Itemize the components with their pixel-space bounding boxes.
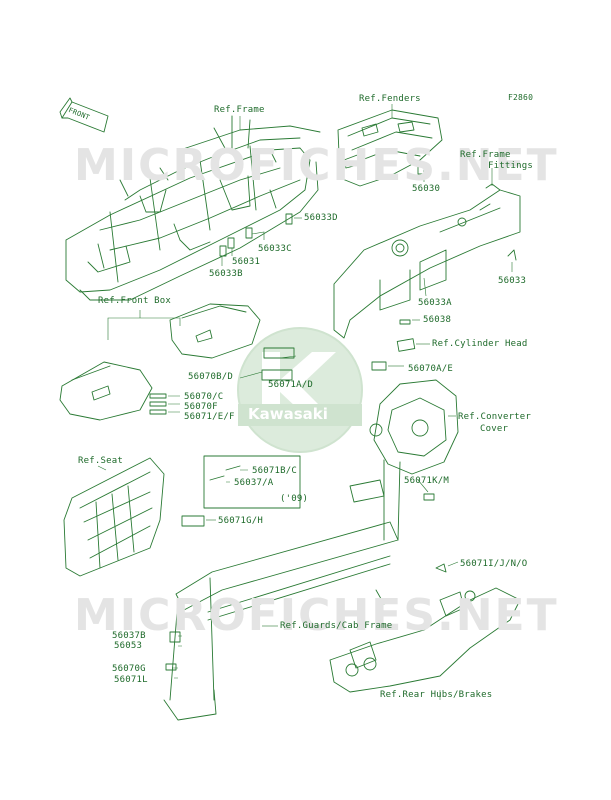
label-ref-frame-fittings-1: Ref.Frame	[460, 150, 511, 160]
label-56033d-part	[285, 213, 293, 225]
front-arrow-icon	[59, 97, 109, 133]
label-56071bc-part	[225, 465, 241, 471]
label-56071ijno: 56071I/J/N/O	[460, 559, 528, 569]
label-56070f-part	[149, 401, 167, 407]
label-56053: 56053	[114, 641, 143, 651]
label-56070f: 56070F	[184, 402, 218, 412]
label-56070c-part	[149, 393, 167, 399]
label-56071bc: 56071B/C	[252, 466, 297, 476]
label-56070ae-part	[371, 361, 387, 371]
label-56033c: 56033C	[258, 244, 292, 254]
label-ref-front-box: Ref.Front Box	[98, 296, 172, 306]
diagram-code: F2860	[508, 93, 534, 102]
label-ref-converter-2: Cover	[480, 424, 509, 434]
label-56071ef-part	[149, 409, 167, 415]
frame-fittings-drawing	[333, 183, 521, 339]
label-56037a: 56037/A	[234, 478, 274, 488]
label-56070g-part	[165, 663, 177, 671]
label-56033-part	[507, 249, 517, 261]
label-ref-fenders: Ref.Fenders	[359, 94, 421, 104]
label-ref-frame-fittings-2: Fittings	[488, 161, 533, 171]
label-56071ad: 56071A/D	[268, 380, 313, 390]
label-56033b: 56033B	[209, 269, 243, 279]
fenders-drawing	[337, 109, 443, 187]
label-56033a: 56033A	[418, 298, 452, 308]
label-ref-rear-hubs-brakes: Ref.Rear Hubs/Brakes	[380, 690, 493, 700]
kawasaki-logo-text: Kawasaki	[248, 405, 328, 423]
label-56071ad-part	[261, 369, 293, 381]
label-56070c: 56070/C	[184, 392, 224, 402]
label-56033c-part	[245, 227, 253, 239]
watermark-top: MICROFICHES.NET	[74, 140, 559, 191]
label-ref-cylinder-head: Ref.Cylinder Head	[432, 339, 528, 349]
kawasaki-logo-watermark	[237, 327, 363, 453]
label-56033b-part	[219, 245, 227, 257]
label-year-09: ('09)	[280, 494, 309, 504]
label-56037b-part	[169, 631, 181, 643]
watermark-bottom: MICROFICHES.NET	[74, 590, 559, 641]
label-ref-converter-1: Ref.Converter	[458, 412, 532, 422]
label-56071gh-part	[181, 515, 205, 527]
main-frame-drawing	[65, 115, 321, 301]
label-56038-part	[399, 319, 411, 325]
label-56070g: 56070G	[112, 664, 146, 674]
label-56037b: 56037B	[112, 631, 146, 641]
label-56071km-part	[423, 493, 435, 501]
label-ref-seat: Ref.Seat	[78, 456, 123, 466]
converter-cover-drawing	[369, 379, 459, 475]
rear-hubs-drawing	[329, 587, 521, 693]
label-56071ijno-part	[435, 563, 447, 573]
label-56071km: 56071K/M	[404, 476, 449, 486]
cylinder-head-part	[396, 338, 416, 352]
label-56033: 56033	[498, 276, 527, 286]
cab-frame-drawing	[163, 459, 401, 721]
label-56070bd: 56070B/D	[188, 372, 233, 382]
label-56070bd-part	[263, 347, 295, 359]
label-56030: 56030	[412, 184, 441, 194]
seat-drawing	[63, 457, 165, 577]
label-56070ae: 56070A/E	[408, 364, 453, 374]
label-56031-part	[227, 237, 235, 249]
label-ref-guards-cab-frame: Ref.Guards/Cab Frame	[280, 621, 393, 631]
year-09-callout-box	[203, 455, 301, 509]
label-56038: 56038	[423, 315, 452, 325]
label-56030-part	[417, 163, 425, 175]
label-56071l: 56071L	[114, 675, 148, 685]
label-56071gh: 56071G/H	[218, 516, 263, 526]
label-56037a-part	[209, 475, 225, 481]
label-56033d: 56033D	[304, 213, 338, 223]
label-56031: 56031	[232, 257, 261, 267]
label-ref-frame: Ref.Frame	[214, 105, 265, 115]
front-box-drawing	[59, 303, 261, 421]
label-56071ef: 56071/E/F	[184, 412, 235, 422]
